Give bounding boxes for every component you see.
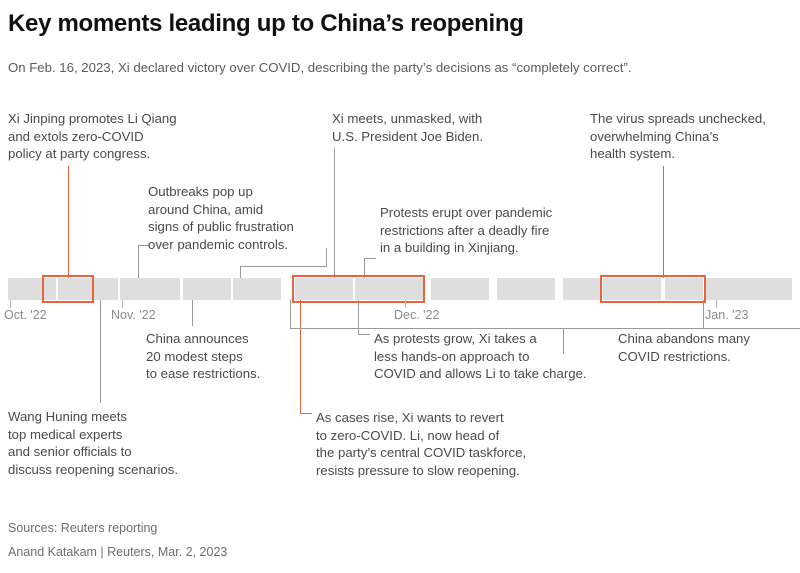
callout-china-announces-20-steps: China announces 20 modest steps to ease … — [146, 331, 261, 381]
leader-china-abandons-to-label — [703, 300, 704, 328]
leader-virus-spreads — [663, 166, 664, 278]
bar-segment — [355, 278, 423, 300]
bar-segment — [665, 278, 703, 300]
axis-label-dec: Dec. '22 — [394, 308, 440, 322]
bar-segment — [497, 278, 555, 300]
page-title: Key moments leading up to China’s reopen… — [8, 10, 524, 37]
leader-china-abandons-run — [290, 328, 800, 329]
axis-tick-oct — [10, 300, 11, 308]
sources-line: Sources: Reuters reporting — [8, 521, 158, 535]
leader-as-cases-rise-elbow — [300, 413, 312, 414]
leader-wang-huning — [100, 300, 101, 403]
leader-as-protests-grow-elbow — [358, 334, 370, 335]
credit-line: Anand Katakam | Reuters, Mar. 2, 2023 — [8, 545, 228, 559]
callout-as-cases-rise: As cases rise, Xi wants to revert to zer… — [316, 410, 527, 478]
leader-protests-to-bar — [364, 258, 365, 278]
leader-as-protests-grow-riser — [358, 300, 359, 334]
highlight-october — [42, 275, 94, 303]
leader-outbreaks-bracket-stub — [138, 245, 139, 278]
callout-xi-promotes-li-qiang: Xi Jinping promotes Li Qiang and extols … — [8, 111, 177, 161]
leader-china-abandons-drop — [563, 328, 564, 354]
leader-xi-promotes-li-qiang — [68, 166, 69, 278]
leader-outbreaks-to-bar — [240, 266, 241, 278]
bar-segment — [58, 278, 118, 300]
callout-protests-erupt: Protests erupt over pandemic restriction… — [380, 205, 553, 255]
leader-outbreaks-bracket-top — [138, 245, 150, 246]
highlight-late-november — [292, 275, 425, 303]
callout-wang-huning-meets: Wang Huning meets top medical experts an… — [8, 409, 179, 477]
bar-segment — [120, 278, 180, 300]
timeline-bar — [0, 275, 800, 303]
callout-outbreaks-pop-up: Outbreaks pop up around China, amid sign… — [148, 184, 294, 252]
callout-virus-spreads-unchecked: The virus spreads unchecked, overwhelmin… — [590, 111, 766, 161]
leader-china-abandons-riser — [290, 300, 291, 328]
axis-label-nov: Nov. '22 — [111, 308, 156, 322]
leader-protests-bracket-top — [364, 258, 376, 259]
axis-label-jan: Jan. '23 — [705, 308, 749, 322]
callout-as-protests-grow: As protests grow, Xi takes a less hands-… — [374, 331, 587, 381]
bar-segment — [183, 278, 231, 300]
leader-china-announces — [192, 300, 193, 326]
bar-segment — [705, 278, 792, 300]
axis-tick-dec — [405, 300, 406, 308]
axis-tick-jan — [716, 300, 717, 308]
highlight-late-december — [600, 275, 706, 303]
bar-segment — [8, 278, 56, 300]
bar-segment — [233, 278, 281, 300]
callout-xi-meets-biden: Xi meets, unmasked, with U.S. President … — [332, 111, 484, 144]
bar-segment — [563, 278, 601, 300]
leader-as-cases-rise-riser — [300, 300, 301, 413]
leader-outbreaks-elbow — [240, 266, 326, 267]
axis-label-oct: Oct. '22 — [4, 308, 47, 322]
page-subtitle: On Feb. 16, 2023, Xi declared victory ov… — [8, 60, 632, 75]
bar-segment — [431, 278, 489, 300]
bar-segment — [603, 278, 661, 300]
leader-outbreaks-elbow-riser — [326, 248, 327, 267]
bar-segment — [295, 278, 353, 300]
callout-china-abandons: China abandons many COVID restrictions. — [618, 331, 750, 364]
axis-tick-nov — [122, 300, 123, 308]
leader-xi-meets-biden — [334, 148, 335, 278]
